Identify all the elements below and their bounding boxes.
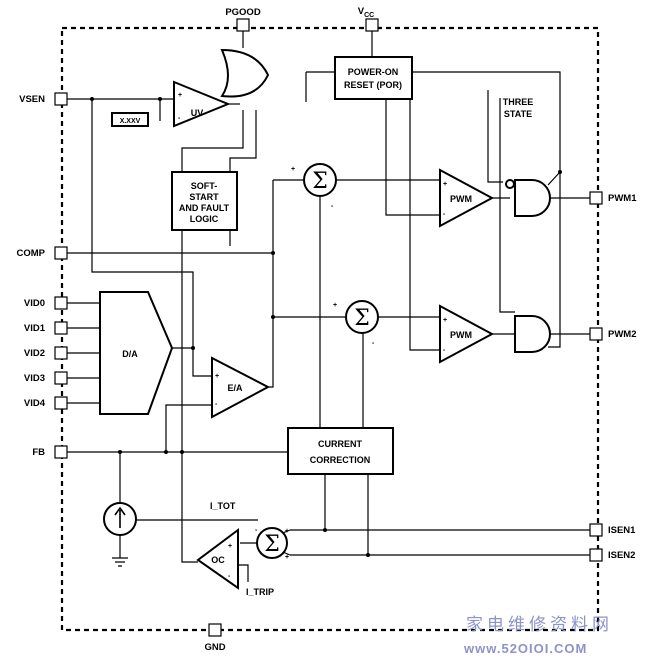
uv-minus-sign: - [178, 115, 181, 122]
cc-line2: CORRECTION [310, 455, 371, 465]
vid2-pin-label: VID2 [24, 348, 45, 359]
pwm2-pin-label: PWM2 [608, 329, 637, 340]
vsen-pin-label: VSEN [19, 94, 45, 105]
sum1-minus: - [331, 203, 334, 210]
sum3-minus: - [255, 527, 258, 534]
pwm2-pin [589, 327, 603, 341]
oc-comparator [196, 528, 239, 590]
soft-start-block [171, 171, 238, 231]
pwm1-pin [589, 191, 603, 205]
ea-plus: + [215, 373, 219, 380]
pgood-pin-label: PGOOD [225, 7, 261, 18]
soft-start-line4: LOGIC [190, 214, 219, 224]
ea-minus: - [215, 401, 218, 408]
vid0-pin-label: VID0 [24, 298, 45, 309]
pwm1-block-label: PWM [450, 194, 472, 204]
ea-label: E/A [227, 383, 243, 393]
vid1-pin-label: VID1 [24, 323, 46, 334]
pwm2-minus: - [443, 347, 446, 354]
wiring [67, 24, 590, 636]
and-gate-1-bubble [505, 179, 515, 189]
por-block [334, 56, 413, 100]
pwm2-plus: + [443, 317, 447, 324]
vid4-pin [54, 396, 68, 410]
pgood-or-gate [220, 48, 270, 98]
sum1-symbol: Σ [312, 169, 328, 194]
fb-pin [54, 445, 68, 459]
pins: PGOOD VCC VSEN COMP VID0 VID1 VID2 VID3 … [17, 6, 638, 653]
comp-pin [54, 246, 68, 260]
sum2-minus: - [372, 340, 375, 347]
gnd-pin [208, 623, 222, 637]
gnd-pin-label: GND [204, 642, 225, 653]
vcc-pin [365, 18, 379, 32]
vsen-pin [54, 92, 68, 106]
uv-comparator [173, 80, 231, 128]
three-state-line1: THREE [503, 97, 534, 107]
uv-reference-box [111, 112, 149, 127]
pwm1-pin-label: PWM1 [608, 193, 637, 204]
vid4-pin-label: VID4 [24, 398, 46, 409]
vcc-main: V [358, 6, 365, 17]
por-line1: POWER-ON [348, 67, 399, 77]
isen2-pin-label: ISEN2 [608, 550, 635, 561]
cc-line1: CURRENT [318, 439, 363, 449]
sum1-plus: + [291, 166, 295, 173]
summing-junction-1 [303, 163, 337, 197]
comp-pin-label: COMP [17, 248, 46, 259]
soft-start-line1: SOFT- [191, 181, 218, 191]
fb-pin-label: FB [32, 447, 45, 458]
uv-reference-label: X.XXV [120, 118, 141, 125]
sum3-plus-top: + [285, 528, 289, 535]
oc-label: OC [211, 555, 225, 565]
pwm1-minus: - [443, 211, 446, 218]
sum2-symbol: Σ [354, 306, 370, 331]
pwm-comparator-2 [439, 304, 495, 364]
oc-plus: + [228, 543, 232, 550]
vid0-pin [54, 296, 68, 310]
pwm1-plus: + [443, 181, 447, 188]
sum3-symbol: Σ [264, 532, 280, 557]
three-state-line2: STATE [504, 109, 532, 119]
vcc-pin-label: VCC [358, 6, 374, 19]
pwm2-block-label: PWM [450, 330, 472, 340]
pgood-pin [236, 18, 250, 32]
watermark-url: www.52OIOI.COM [463, 641, 587, 656]
and-gate-1 [514, 179, 551, 217]
vcc-sub: CC [364, 12, 374, 19]
vid2-pin [54, 346, 68, 360]
uv-label: UV [191, 108, 204, 118]
current-correction-block [287, 427, 394, 475]
isen2-pin [589, 548, 603, 562]
i-tot-label: I_TOT [210, 501, 236, 511]
isen1-pin [589, 523, 603, 537]
and-gate-2 [514, 315, 551, 353]
summing-junction-2 [345, 300, 379, 334]
sum3-plus-bottom: + [285, 554, 289, 561]
vid1-pin [54, 321, 68, 335]
da-label: D/A [122, 349, 138, 359]
junction-dots [90, 97, 562, 557]
pwm-comparator-1 [439, 168, 495, 228]
uv-plus-sign: + [178, 92, 182, 99]
vid3-pin [54, 371, 68, 385]
oc-minus: - [228, 573, 231, 580]
sum2-plus: + [333, 302, 337, 309]
vid3-pin-label: VID3 [24, 373, 45, 384]
soft-start-line3: AND FAULT [179, 203, 230, 213]
current-source-arrow [114, 506, 126, 528]
isen1-pin-label: ISEN1 [608, 525, 636, 536]
watermark-chinese: 家电维修资料网 [466, 615, 613, 635]
i-trip-label: I_TRIP [246, 587, 274, 597]
da-converter [99, 291, 174, 415]
soft-start-line2: START [189, 192, 219, 202]
summing-junction-3 [256, 527, 288, 559]
por-line2: RESET (POR) [344, 80, 402, 90]
error-amplifier [211, 356, 271, 419]
